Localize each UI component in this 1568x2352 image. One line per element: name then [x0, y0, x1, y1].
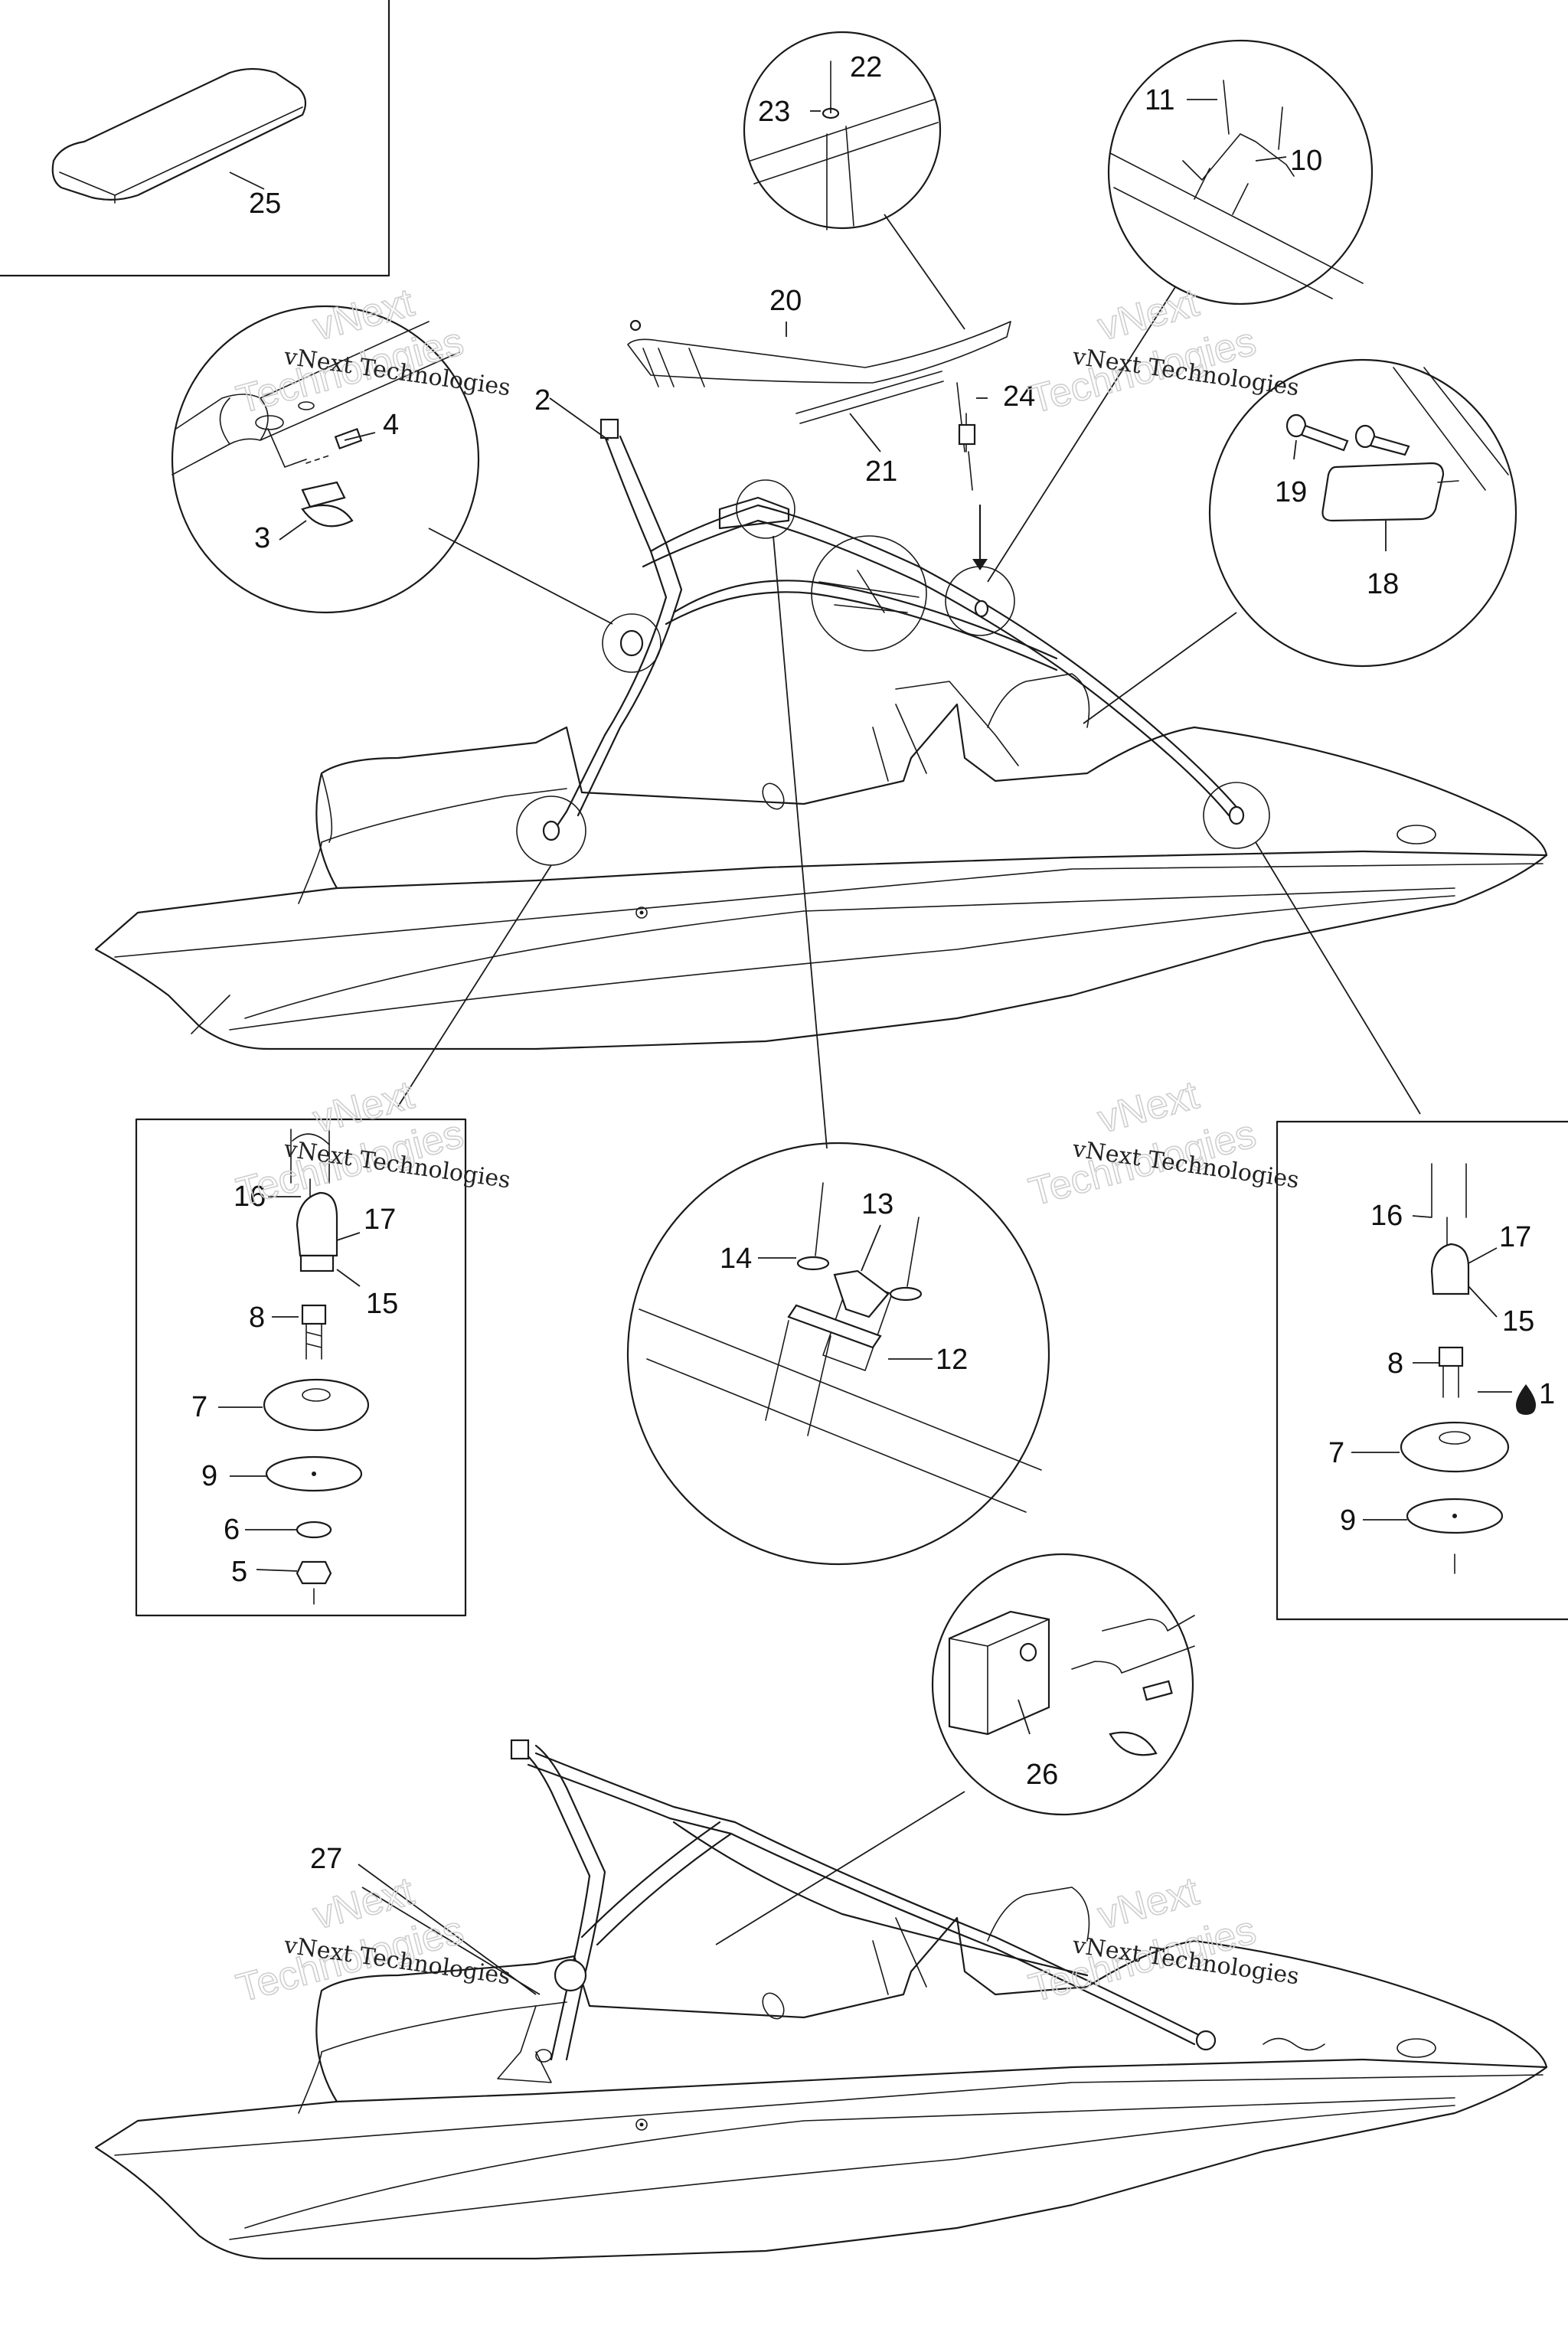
callout-8-left: 8 — [249, 1302, 265, 1334]
callout-25: 25 — [249, 188, 281, 220]
callout-16-left: 16 — [234, 1181, 266, 1213]
callout-21: 21 — [865, 456, 897, 488]
boat-upper — [94, 418, 1548, 1050]
callout-19: 19 — [1275, 476, 1307, 508]
callout-18: 18 — [1367, 568, 1399, 600]
detail-circle-pad-mount — [931, 1553, 1195, 1816]
callout-2: 2 — [534, 384, 550, 416]
leader-lines-upper — [397, 214, 1421, 1149]
callout-10: 10 — [1290, 145, 1322, 177]
panel-left-mount — [135, 1118, 467, 1617]
callout-11: 11 — [1145, 84, 1174, 116]
callout-9-left: 9 — [201, 1460, 217, 1492]
drop-icon — [1516, 1384, 1536, 1415]
panel-right-mount — [1276, 1120, 1568, 1621]
callout-7-left: 7 — [191, 1391, 207, 1423]
boat-lower — [94, 1739, 1548, 2260]
callout-9-right: 9 — [1340, 1504, 1356, 1537]
callout-27: 27 — [310, 1843, 342, 1875]
callout-leaders — [218, 99, 1512, 1995]
callout-7-right: 7 — [1328, 1437, 1344, 1469]
callout-15-left: 15 — [366, 1288, 398, 1320]
detail-circle-tower-clamp — [171, 305, 480, 614]
callout-13: 13 — [861, 1188, 893, 1220]
detail-circle-bracket — [1107, 39, 1374, 305]
detail-circle-fitting — [626, 1142, 1050, 1566]
callout-26: 26 — [1026, 1759, 1058, 1791]
detail-circle-strap-rivet — [743, 31, 942, 230]
inset-pad-25 — [0, 0, 390, 277]
callout-17-right: 17 — [1499, 1221, 1531, 1253]
callout-17-left: 17 — [364, 1204, 396, 1236]
callout-8-right: 8 — [1387, 1348, 1403, 1380]
callout-3: 3 — [254, 522, 270, 554]
callout-12: 12 — [936, 1344, 968, 1376]
callout-24: 24 — [1003, 381, 1035, 413]
callout-labels: 25 22 23 11 10 20 24 21 2 4 3 19 18 16 1… — [191, 51, 1555, 1875]
callout-14: 14 — [720, 1243, 752, 1275]
callout-4: 4 — [383, 409, 399, 441]
callout-15-right: 15 — [1502, 1305, 1534, 1338]
leader-lines-lower — [361, 1791, 965, 1995]
callout-6: 6 — [224, 1514, 240, 1546]
callout-1: 1 — [1539, 1378, 1555, 1410]
callout-16-right: 16 — [1370, 1200, 1403, 1232]
detail-circle-mirror — [1208, 358, 1517, 668]
callout-20: 20 — [769, 285, 802, 317]
bimini-top-group — [627, 319, 1011, 570]
callout-5: 5 — [231, 1556, 247, 1588]
callout-22: 22 — [850, 51, 882, 83]
callout-23: 23 — [758, 96, 790, 128]
